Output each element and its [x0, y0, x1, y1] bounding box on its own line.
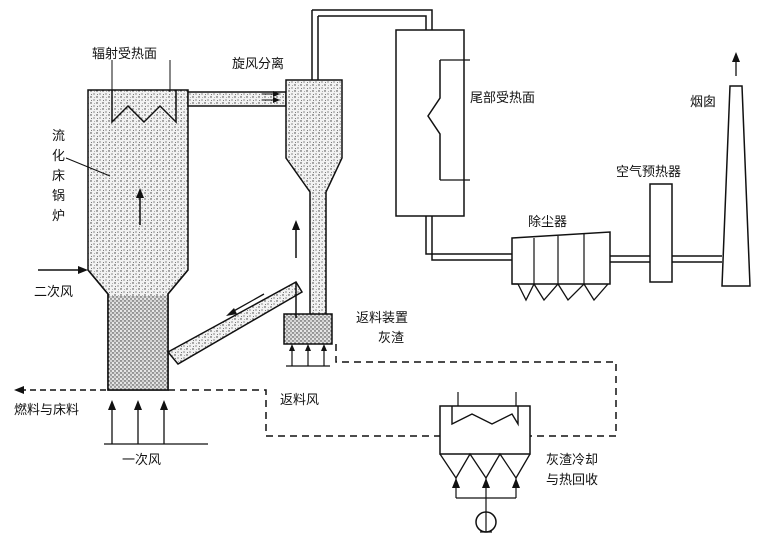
fbc-leader-line — [65, 157, 111, 177]
ash-discharge-lines — [168, 344, 617, 437]
return-device — [283, 313, 333, 367]
label-fbc-1: 流 — [52, 129, 65, 144]
air-preheater — [649, 183, 673, 283]
label-dust-collector: 除尘器 — [528, 215, 567, 230]
ash-cooler — [439, 392, 531, 512]
label-fbc-3: 床 — [52, 169, 65, 184]
label-primary-air: 一次风 — [122, 452, 161, 468]
label-ash-cool-2: 与热回收 — [546, 473, 598, 488]
dust-collector — [511, 231, 611, 302]
standpipe-flow-arrow — [292, 220, 300, 258]
label-tail-surface: 尾部受热面 — [470, 91, 535, 106]
label-ash: 灰渣 — [378, 331, 404, 346]
flue-gas-pipe-bottom — [425, 216, 512, 261]
crossover-duct — [187, 91, 287, 107]
label-chimney: 烟囱 — [690, 95, 716, 110]
fan-icon — [475, 511, 497, 533]
label-cyclone: 旋风分离 — [232, 56, 284, 72]
return-leg-duct — [166, 280, 304, 365]
label-radiant-surface: 辐射受热面 — [92, 46, 157, 62]
label-fbc-2: 化 — [52, 149, 65, 164]
radiant-surface-coil — [111, 60, 177, 124]
label-secondary-air: 二次风 — [34, 284, 73, 300]
furnace — [87, 89, 189, 391]
flue-gas-pipe-top — [312, 9, 433, 30]
label-fbc-4: 锅 — [52, 188, 65, 204]
primary-air-arrows — [104, 400, 208, 445]
label-fuel-bed: 燃料与床料 — [14, 402, 79, 418]
cyclone-separator — [285, 10, 343, 319]
label-air-preheater: 空气预热器 — [616, 164, 681, 180]
pipe-to-chimney — [610, 255, 722, 263]
label-fbc-5: 炉 — [52, 209, 65, 224]
fuel-bed-arrow — [14, 386, 106, 394]
tail-heating-surface — [395, 29, 470, 217]
label-return-air: 返料风 — [280, 393, 319, 408]
furnace-flow-arrow — [136, 188, 144, 225]
label-ash-cool-1: 灰渣冷却 — [546, 453, 598, 468]
chimney — [721, 52, 751, 287]
label-return-device: 返料装置 — [356, 311, 408, 326]
secondary-air-arrow — [38, 266, 88, 274]
